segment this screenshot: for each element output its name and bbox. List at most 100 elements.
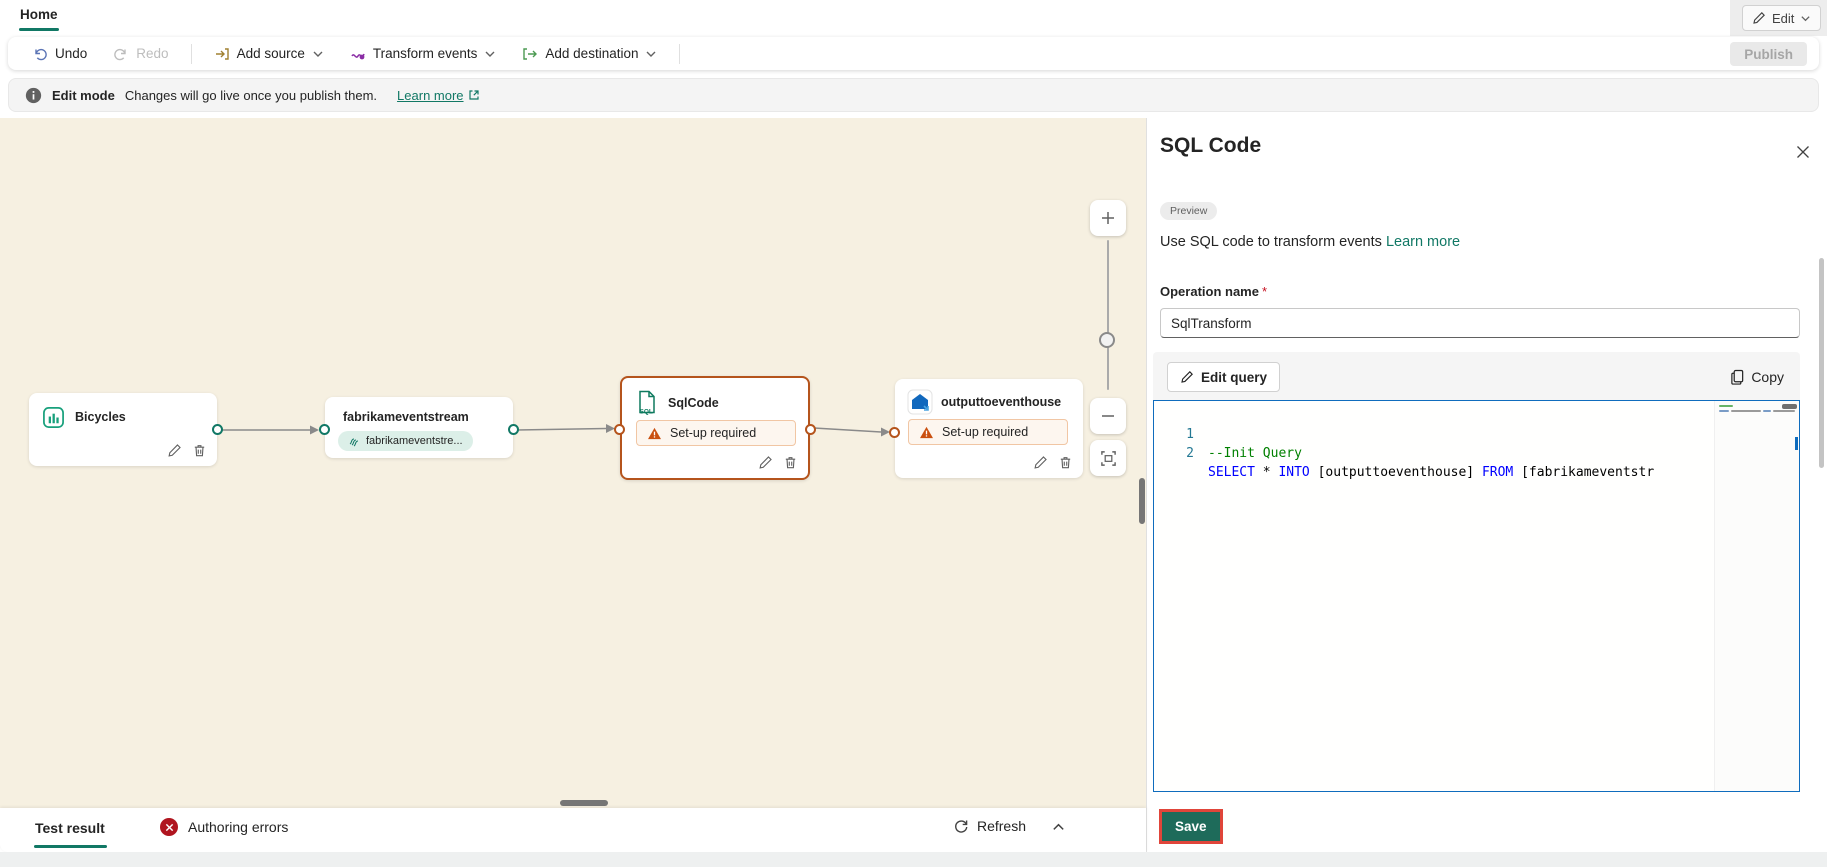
fit-to-screen-button[interactable] [1090, 440, 1126, 476]
chevron-down-icon [1800, 13, 1811, 24]
setup-required-warning: Set-up required [908, 419, 1068, 445]
tab-home[interactable]: Home [20, 7, 58, 22]
chevron-down-icon [312, 48, 324, 60]
add-source-icon [214, 46, 230, 62]
sql-keyword: SELECT [1208, 465, 1255, 480]
toolbar-divider [679, 43, 681, 64]
edit-node-icon[interactable] [758, 455, 773, 470]
bottom-result-bar: Test result Authoring errors Refresh [0, 808, 1146, 852]
refresh-icon [953, 818, 969, 834]
external-link-icon [468, 89, 480, 101]
node-actions [1033, 455, 1073, 470]
tab-authoring-errors[interactable]: Authoring errors [160, 818, 288, 836]
tab-bar: Home Edit [0, 0, 1827, 36]
warning-icon [919, 426, 934, 439]
zoom-in-button[interactable] [1090, 200, 1126, 236]
chevron-down-icon [645, 48, 657, 60]
panel-learn-more-link[interactable]: Learn more [1385, 234, 1461, 250]
undo-button[interactable]: Undo [22, 42, 97, 66]
copy-button[interactable]: Copy [1730, 362, 1784, 392]
add-source-button[interactable]: Add source [204, 42, 334, 66]
panel-description-text: Use SQL code to transform events [1160, 234, 1382, 250]
banner-message: Changes will go live once you publish th… [124, 87, 378, 103]
panel-scrollbar[interactable] [1819, 258, 1824, 468]
ribbon-toolbar: Undo Redo Add source Transform events [8, 37, 1819, 70]
delete-node-icon[interactable] [192, 443, 207, 458]
delete-node-icon[interactable] [1058, 455, 1073, 470]
test-result-underline [34, 845, 107, 848]
node-actions [167, 443, 207, 458]
editor-scrollbar[interactable] [1782, 404, 1797, 409]
node-bicycles[interactable]: Bicycles [29, 393, 223, 466]
edit-mode-dropdown-button[interactable]: Edit [1742, 5, 1822, 31]
pencil-icon [1752, 11, 1766, 25]
edit-query-button[interactable]: Edit query [1167, 362, 1281, 392]
edit-node-icon[interactable] [1033, 455, 1048, 470]
learn-more-label: Learn more [397, 87, 464, 103]
edit-node-icon[interactable] [167, 443, 182, 458]
output-port[interactable] [508, 424, 519, 435]
zoom-slider-track[interactable] [1107, 240, 1109, 390]
zoom-slider-handle[interactable] [1099, 332, 1115, 348]
banner-learn-more-link[interactable]: Learn more [397, 88, 479, 103]
node-title: SqlCode [668, 396, 719, 410]
zoom-out-button[interactable] [1090, 398, 1126, 434]
eventstream-pill-label: fabrikameventstre... [366, 435, 463, 447]
eventstream-canvas[interactable]: Bicycles fabrikameventstream fabrikameve… [0, 118, 1146, 808]
transform-events-button[interactable]: Transform events [340, 42, 507, 66]
canvas-horizontal-scrollbar[interactable] [560, 800, 608, 806]
warning-label: Set-up required [670, 426, 757, 440]
refresh-button[interactable]: Refresh [953, 818, 1026, 834]
canvas-vertical-scrollbar[interactable] [1139, 478, 1145, 524]
undo-label: Undo [55, 46, 88, 61]
line-number: 1 [1186, 427, 1194, 442]
code-line-1: --Init Query [1208, 446, 1302, 461]
add-destination-label: Add destination [545, 46, 639, 61]
editor-minimap[interactable] [1714, 401, 1799, 791]
node-actions [758, 455, 798, 470]
node-fabrikameventstream[interactable]: fabrikameventstream fabrikameventstre... [319, 397, 519, 458]
node-outputtoeventhouse[interactable]: outputtoeventhouse Set-up required [889, 379, 1083, 478]
sql-keyword: INTO [1278, 465, 1310, 480]
operation-name-input[interactable] [1160, 308, 1800, 338]
sql-code-editor[interactable]: 1 --Init Query 2 SELECT * INTO [outputto… [1153, 400, 1800, 792]
sql-keyword: FROM [1481, 465, 1514, 480]
output-port[interactable] [212, 424, 223, 435]
query-editor-toolbar: Edit query Copy [1153, 352, 1800, 400]
input-port[interactable] [614, 424, 625, 435]
warning-icon [647, 427, 662, 440]
preview-badge: Preview [1160, 202, 1218, 220]
tab-test-result[interactable]: Test result [35, 820, 105, 836]
custom-endpoint-icon [42, 406, 65, 429]
panel-description: Use SQL code to transform events Learn m… [1160, 234, 1460, 250]
input-port[interactable] [319, 424, 330, 435]
banner-title: Edit mode [52, 87, 115, 103]
undo-icon [32, 46, 48, 62]
refresh-label: Refresh [976, 818, 1026, 834]
operation-name-label: Operation name* [1160, 284, 1267, 299]
page-bottom-strip [0, 852, 1827, 867]
save-button[interactable]: Save [1162, 812, 1220, 841]
delete-node-icon[interactable] [783, 455, 798, 470]
input-port[interactable] [889, 427, 900, 438]
output-port[interactable] [805, 424, 816, 435]
edit-button-label: Edit [1772, 10, 1795, 26]
add-destination-icon [522, 46, 538, 62]
toolbar-divider [190, 43, 192, 64]
publish-button[interactable]: Publish [1730, 42, 1807, 66]
add-destination-button[interactable]: Add destination [512, 42, 667, 66]
connection-lines [221, 424, 890, 437]
eventstream-icon [348, 435, 360, 447]
info-icon [25, 87, 42, 104]
sql-text: [outputtoeventhouse] [1309, 465, 1482, 480]
node-title: fabrikameventstream [343, 410, 469, 424]
redo-label: Redo [136, 46, 169, 61]
collapse-panel-chevron[interactable] [1051, 820, 1066, 835]
node-title: outputtoeventhouse [941, 395, 1062, 409]
node-sqlcode[interactable]: SQL SqlCode Set-up required [614, 376, 816, 480]
line-number: 2 [1186, 446, 1194, 461]
operation-name-text: Operation name [1160, 284, 1259, 299]
close-panel-button[interactable] [1791, 140, 1815, 164]
redo-button[interactable]: Redo [103, 42, 178, 66]
